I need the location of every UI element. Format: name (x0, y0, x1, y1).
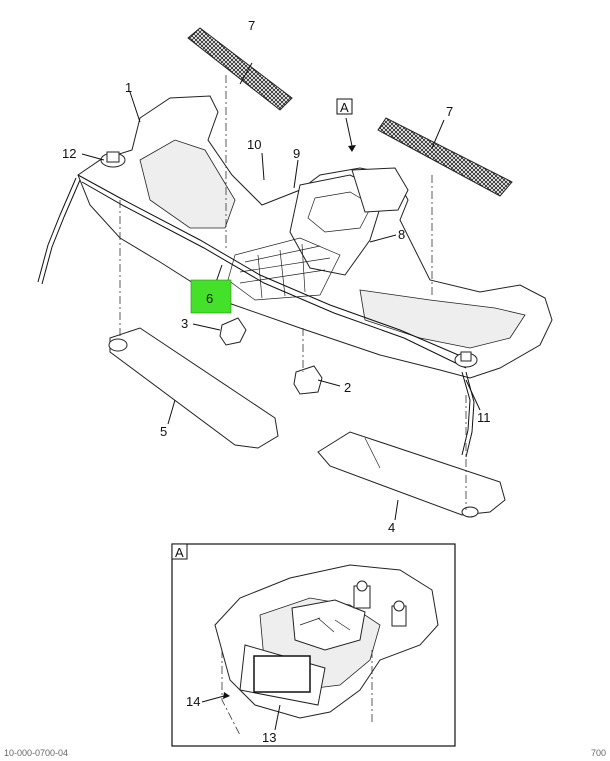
callout-8: 8 (398, 227, 405, 242)
clip-3 (219, 317, 247, 346)
callout-12: 12 (62, 146, 76, 161)
detail-view-a: A (171, 543, 456, 747)
mesh-panel-upper (187, 27, 293, 111)
callout-6-highlight (190, 279, 232, 314)
callout-10: 10 (247, 137, 261, 152)
footer-part-number: 10-000-0700-04 (4, 748, 69, 758)
callout-5: 5 (160, 424, 167, 439)
callout-6: 6 (206, 291, 213, 306)
callout-7-upper: 7 (248, 18, 255, 33)
footer-page-number: 700 (590, 748, 606, 758)
callout-14: 14 (186, 694, 200, 709)
callout-4: 4 (388, 520, 395, 535)
detail-view-label: A (175, 545, 184, 560)
callout-7-right: 7 (446, 104, 453, 119)
view-a-box (336, 98, 353, 115)
callout-13: 13 (262, 730, 276, 745)
callout-1: 1 (125, 80, 132, 95)
cable-left (37, 177, 77, 283)
callout-3: 3 (181, 316, 188, 331)
sun-visor-5 (109, 327, 279, 449)
overhead-console (77, 95, 553, 379)
callout-11: 11 (477, 410, 491, 425)
sun-visor-4 (317, 431, 506, 516)
view-a-label: A (340, 100, 349, 115)
mesh-panel-right (377, 117, 513, 197)
clip-2 (293, 365, 323, 395)
callout-2: 2 (344, 380, 351, 395)
callout-9: 9 (293, 146, 300, 161)
cable-right (461, 371, 471, 456)
